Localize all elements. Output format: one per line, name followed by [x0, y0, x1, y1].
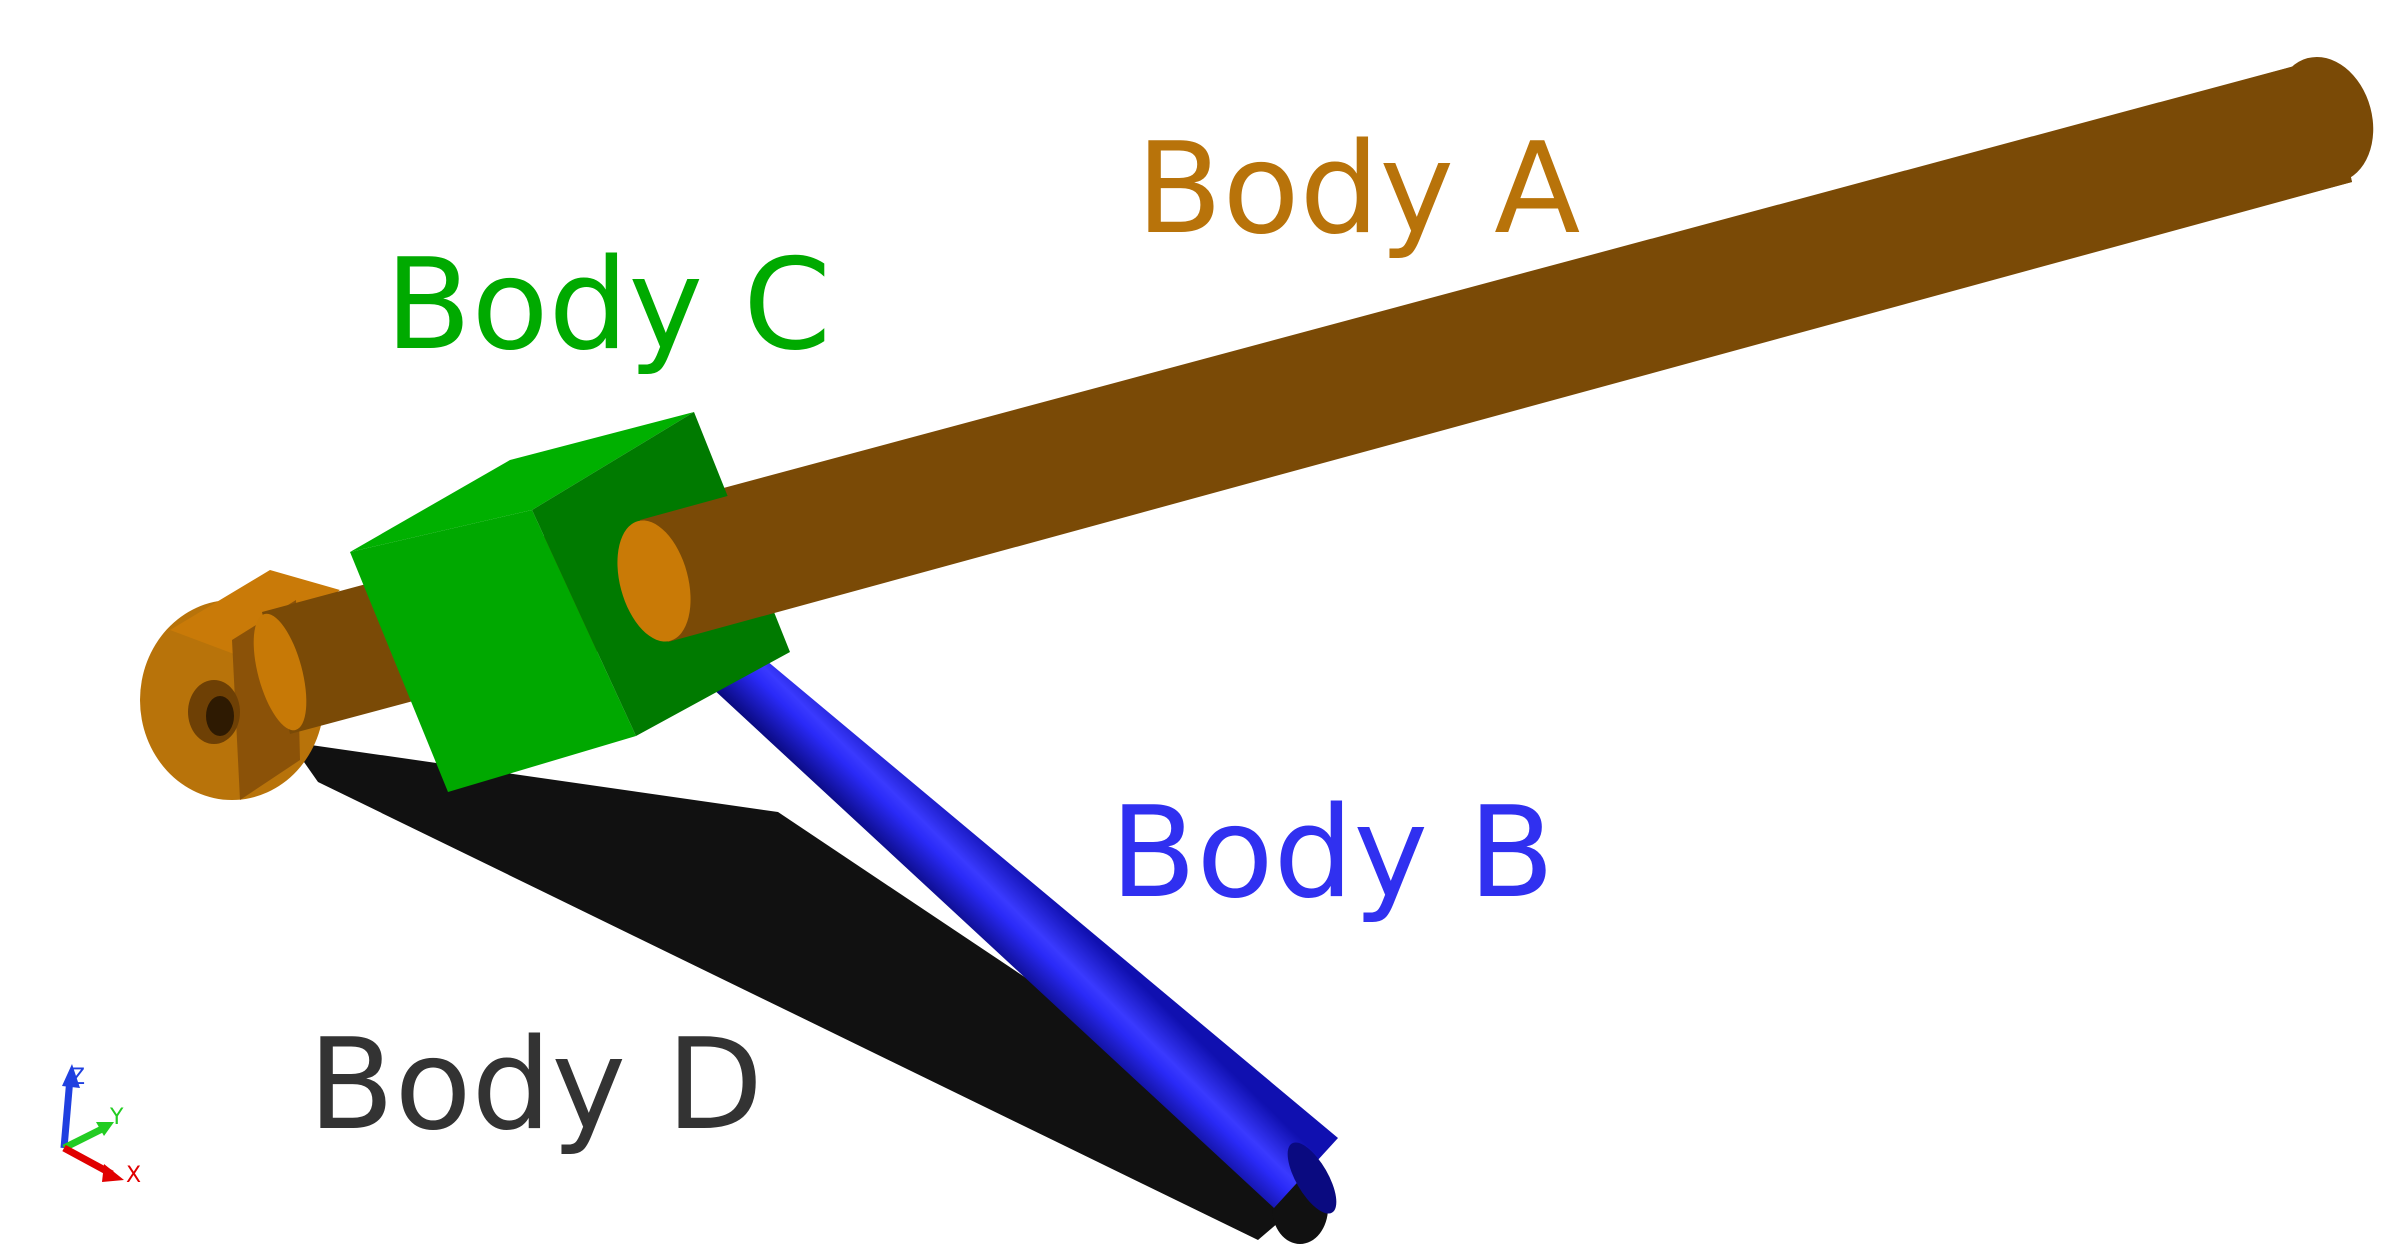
axis-y-label: Y: [109, 1105, 124, 1130]
body-a-front: [617, 58, 2352, 642]
body-c: [350, 412, 790, 792]
axis-z-label: Z: [70, 1065, 85, 1090]
label-body-d: Body D: [308, 1011, 764, 1158]
label-body-b: Body B: [1110, 779, 1555, 926]
label-body-a: Body A: [1136, 115, 1581, 262]
body-b: [658, 610, 1338, 1214]
axis-x-arrowhead: [102, 1164, 124, 1182]
axis-z-arrowhead: [62, 1064, 80, 1088]
axis-triad: Z Y X: [60, 1064, 141, 1188]
axis-z-arrow: [60, 1077, 74, 1149]
axis-y-arrow: [62, 1124, 106, 1152]
axis-y-arrowhead: [96, 1122, 114, 1136]
axis-x-label: X: [126, 1163, 141, 1188]
label-body-c: Body C: [385, 231, 832, 378]
